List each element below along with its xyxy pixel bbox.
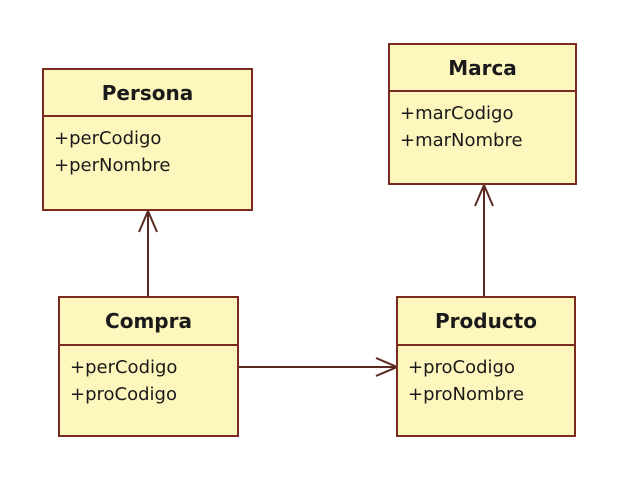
attribute: +proCodigo — [70, 384, 177, 405]
attribute: +proCodigo — [408, 357, 515, 378]
attribute: +proNombre — [408, 384, 525, 405]
class-compra-attributes: +perCodigo +proCodigo — [60, 346, 237, 408]
attribute: +marNombre — [400, 130, 523, 151]
class-persona-name: Persona — [44, 70, 251, 117]
class-compra[interactable]: Compra +perCodigo +proCodigo — [58, 296, 239, 437]
attribute: +perNombre — [54, 155, 171, 176]
class-persona[interactable]: Persona +perCodigo +perNombre — [42, 68, 253, 211]
class-marca[interactable]: Marca +marCodigo +marNombre — [388, 43, 577, 185]
class-marca-attributes: +marCodigo +marNombre — [390, 92, 575, 154]
class-producto-name: Producto — [398, 298, 574, 346]
attribute: +perCodigo — [70, 357, 178, 378]
association-compra-producto — [238, 357, 400, 377]
association-compra-persona — [138, 208, 158, 297]
attribute: +perCodigo — [54, 128, 162, 149]
class-marca-name: Marca — [390, 45, 575, 92]
association-producto-marca — [474, 182, 494, 297]
class-persona-attributes: +perCodigo +perNombre — [44, 117, 251, 179]
class-producto-attributes: +proCodigo +proNombre — [398, 346, 574, 408]
class-producto[interactable]: Producto +proCodigo +proNombre — [396, 296, 576, 437]
class-compra-name: Compra — [60, 298, 237, 346]
attribute: +marCodigo — [400, 103, 514, 124]
